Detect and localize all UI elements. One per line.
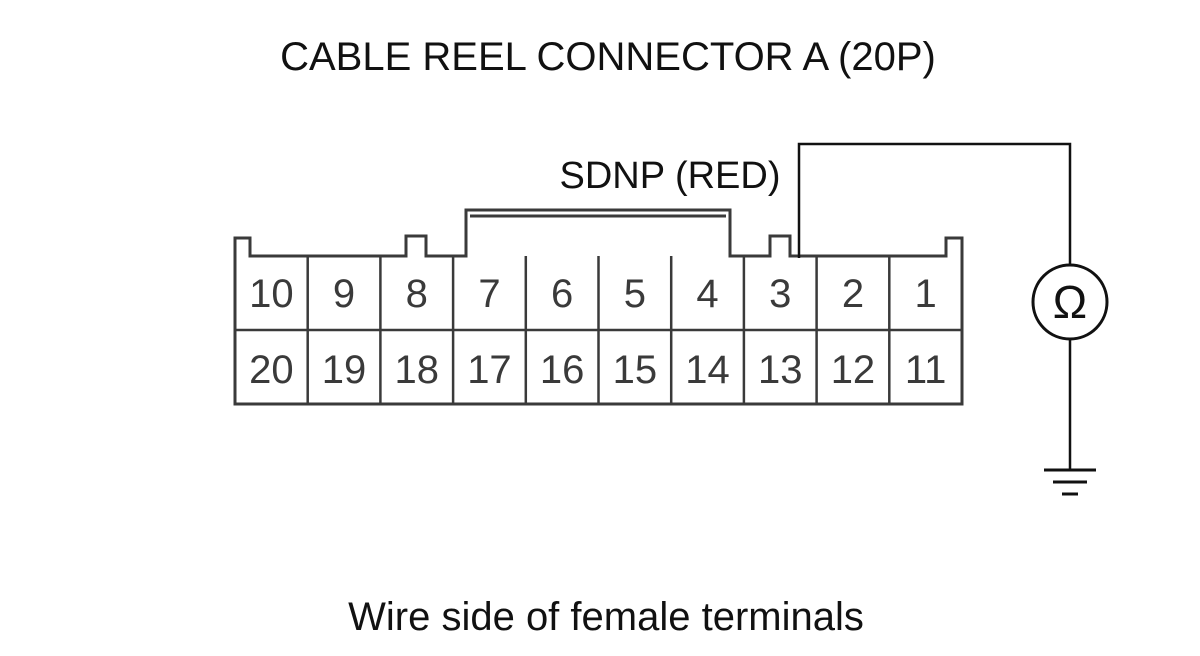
terminal-grid xyxy=(235,256,962,404)
terminal-8: 8 xyxy=(406,272,428,316)
terminal-19: 19 xyxy=(322,348,367,392)
terminal-7: 7 xyxy=(478,272,500,316)
terminal-10: 10 xyxy=(249,272,294,316)
probe-wire xyxy=(797,142,1072,266)
wire-label: SDNP (RED) xyxy=(560,155,781,197)
terminal-13: 13 xyxy=(758,348,803,392)
terminal-3: 3 xyxy=(769,272,791,316)
ohm-symbol: Ω xyxy=(1053,276,1087,328)
ohmmeter-icon: Ω xyxy=(1031,263,1109,341)
terminal-20: 20 xyxy=(249,348,294,392)
terminal-18: 18 xyxy=(395,348,440,392)
terminal-17: 17 xyxy=(467,348,512,392)
terminal-5: 5 xyxy=(624,272,646,316)
terminal-1: 1 xyxy=(915,272,937,316)
terminal-2: 2 xyxy=(842,272,864,316)
terminal-9: 9 xyxy=(333,272,355,316)
diagram-caption: Wire side of female terminals xyxy=(348,595,864,639)
terminal-4: 4 xyxy=(696,272,718,316)
terminal-12: 12 xyxy=(831,348,876,392)
terminal-16: 16 xyxy=(540,348,585,392)
terminal-15: 15 xyxy=(613,348,658,392)
diagram-title: CABLE REEL CONNECTOR A (20P) xyxy=(280,35,936,79)
terminal-11: 11 xyxy=(905,348,947,392)
ground-icon xyxy=(1044,468,1096,496)
terminal-6: 6 xyxy=(551,272,573,316)
terminal-14: 14 xyxy=(685,348,730,392)
